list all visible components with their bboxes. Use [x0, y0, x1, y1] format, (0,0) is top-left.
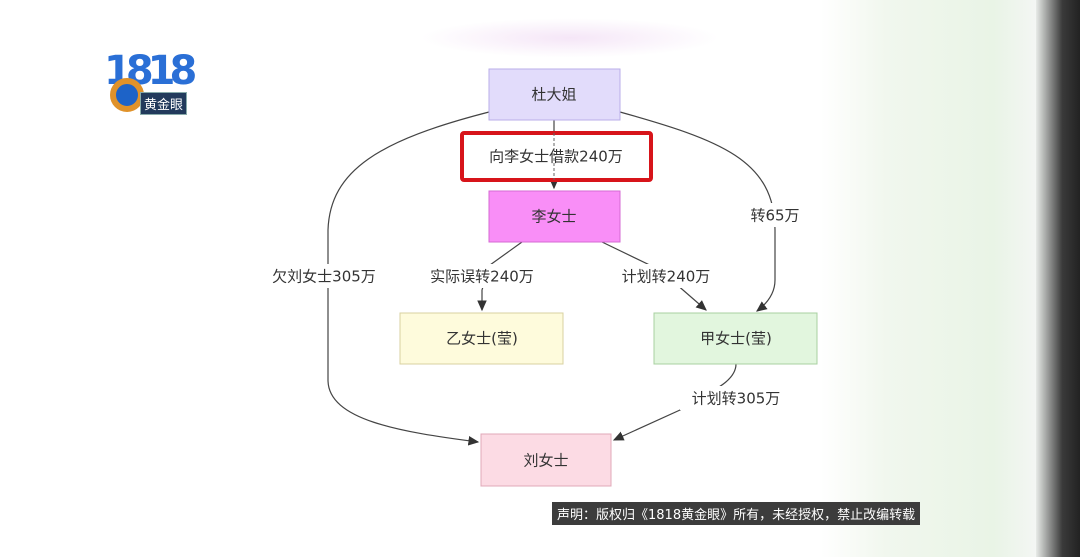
- label-du-liu: 欠刘女士305万: [272, 268, 376, 286]
- svg-text:刘女士: 刘女士: [523, 452, 568, 470]
- svg-text:杜大姐: 杜大姐: [531, 86, 576, 104]
- svg-text:甲女士(莹): 甲女士(莹): [700, 330, 772, 348]
- node-liu: 刘女士: [480, 433, 612, 487]
- node-jia: 甲女士(莹): [653, 312, 818, 365]
- label-du-li-highlight: 向李女士借款240万: [460, 131, 653, 182]
- edge-du-liu: [327, 111, 490, 446]
- svg-text:乙女士(莹): 乙女士(莹): [446, 330, 518, 348]
- node-du: 杜大姐: [488, 68, 621, 121]
- label-jia-liu: 计划转305万: [692, 390, 781, 408]
- node-li: 李女士: [488, 190, 621, 243]
- logo-tag: 黄金眼: [140, 92, 188, 115]
- label-li-yi: 实际误转240万: [430, 268, 534, 286]
- label-du-jia: 转65万: [750, 207, 799, 225]
- svg-text:向李女士借款240万: 向李女士借款240万: [489, 148, 623, 166]
- copyright-notice: 声明：版权归《1818黄金眼》所有，未经授权，禁止改编转载: [552, 502, 921, 525]
- label-li-jia: 计划转240万: [622, 268, 711, 286]
- frame-edge: [1036, 0, 1080, 557]
- node-yi: 乙女士(莹): [399, 312, 564, 365]
- edge-du-jia: [619, 111, 776, 312]
- channel-logo: 1818 黄金眼: [104, 48, 197, 115]
- svg-text:李女士: 李女士: [531, 208, 576, 226]
- background-glow: [420, 18, 720, 58]
